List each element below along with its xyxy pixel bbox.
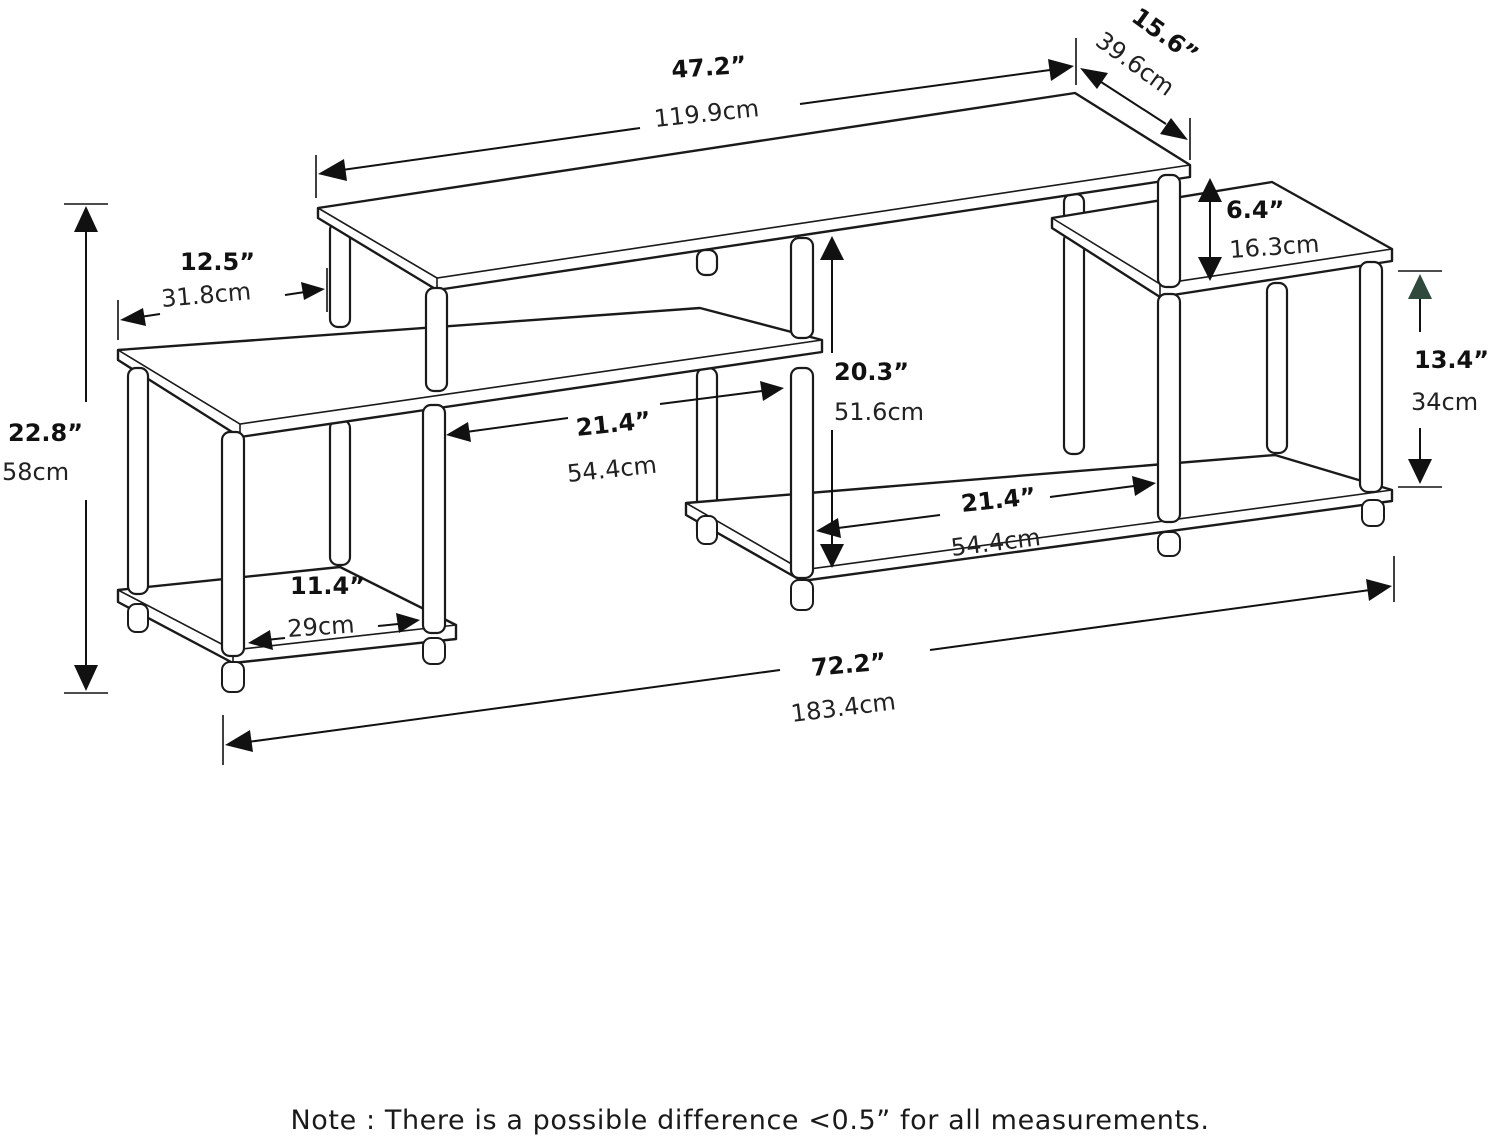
feet	[127, 499, 1385, 693]
small-shelf-clearance-imperial-label: 6.4”	[1226, 196, 1284, 224]
right-module-height-imperial-label: 13.4”	[1414, 346, 1489, 374]
left-depth-dimension-line	[117, 268, 328, 340]
small-right-shelf	[1050, 180, 1394, 299]
overall-height-imperial-label: 22.8”	[8, 419, 83, 447]
top-width-dimension-line	[315, 38, 1077, 198]
top-shelf-legs	[424, 173, 1182, 393]
center-clearance-imperial-label: 20.3”	[834, 358, 909, 386]
left-opening-imperial-label: 21.4”	[575, 406, 653, 442]
left-middle-shelf	[116, 306, 824, 439]
overall-width-metric-label: 183.4cm	[789, 687, 897, 728]
left-bottom-width-metric-label: 29cm	[286, 610, 355, 643]
left-bottom-width-imperial-label: 11.4”	[290, 572, 365, 600]
left-module-front-legs	[126, 366, 447, 658]
right-opening-dimension-line	[816, 476, 1156, 538]
overall-height-metric-label: 58cm	[2, 458, 69, 486]
right-module-front-legs	[789, 260, 1384, 580]
measurement-note: Note : There is a possible difference <0…	[290, 1105, 1210, 1136]
overall-width-imperial-label: 72.2”	[810, 648, 887, 682]
top-depth-dimension-line	[1080, 68, 1191, 160]
left-depth-imperial-label: 12.5”	[180, 248, 255, 276]
right-module-height-dimension-line	[1398, 270, 1442, 488]
top-width-imperial-label: 47.2”	[670, 51, 747, 84]
small-shelf-clearance-dimension-line	[1198, 178, 1222, 281]
center-clearance-dimension-line	[820, 236, 844, 568]
tv-stand-drawing	[116, 91, 1394, 693]
center-clearance-metric-label: 51.6cm	[834, 398, 924, 426]
right-module-height-metric-label: 34cm	[1411, 388, 1478, 416]
small-shelf-clearance-metric-label: 16.3cm	[1228, 230, 1320, 264]
overall-height-dimension-line	[64, 203, 108, 694]
left-opening-metric-label: 54.4cm	[566, 451, 658, 488]
dimension-lines	[64, 38, 1442, 765]
left-opening-dimension-line	[446, 381, 784, 442]
left-depth-metric-label: 31.8cm	[160, 277, 252, 313]
overall-width-dimension-line	[222, 556, 1395, 765]
top-width-metric-label: 119.9cm	[653, 94, 761, 133]
left-bottom-width-dimension-line	[248, 613, 420, 650]
top-shelf	[316, 91, 1192, 292]
